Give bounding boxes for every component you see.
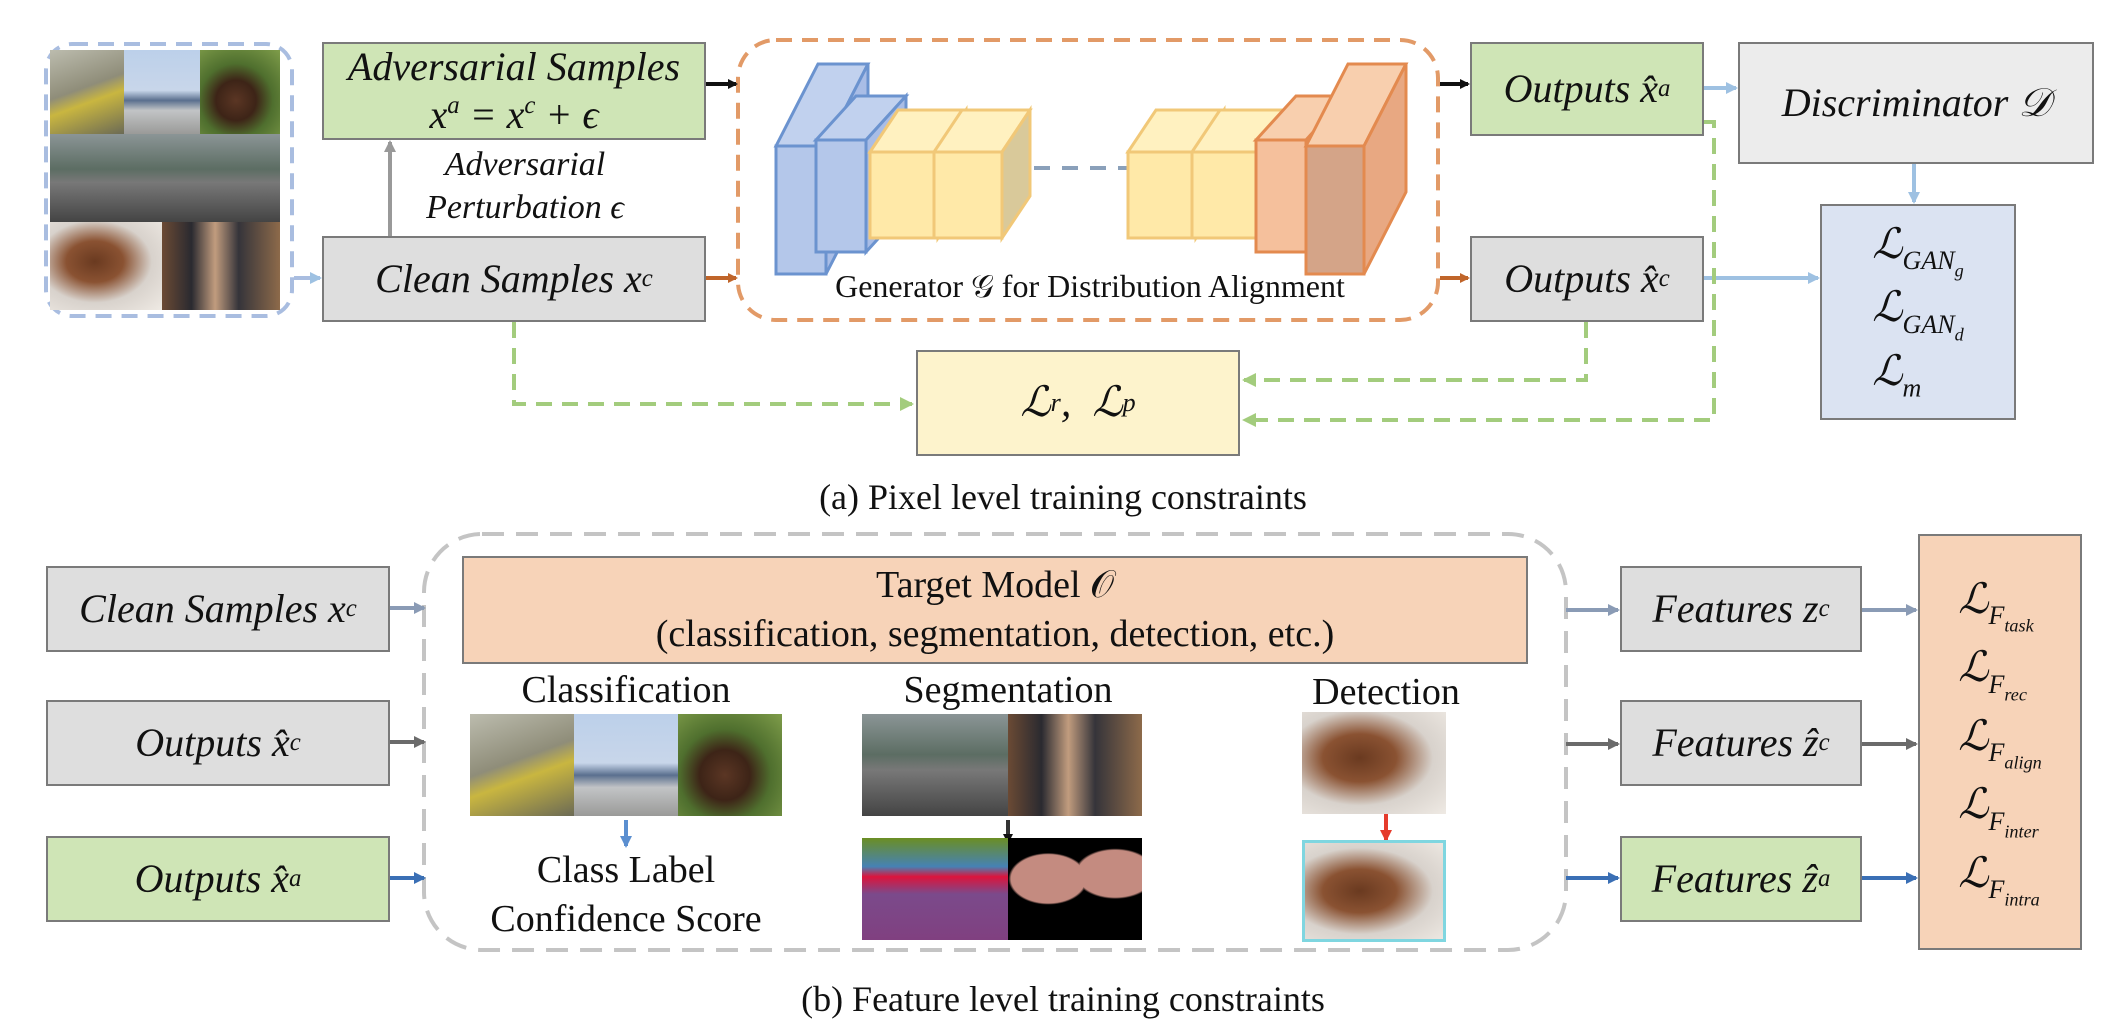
feature-input-box-label: Outputs x̂ <box>134 856 290 901</box>
loss-subscript: Finter <box>1988 806 2039 842</box>
feature-output-box-label: Features z <box>1652 586 1819 631</box>
loss-subsubscript: g <box>1954 260 1964 281</box>
feature-input-box-superscript: c <box>289 729 301 757</box>
loss-subscript: GANg <box>1902 246 1964 281</box>
loss-subsubscript: intra <box>2004 889 2040 910</box>
dashed-clean-to-loss <box>512 322 914 411</box>
loss-symbol: ℒ <box>1958 782 1989 829</box>
dashed-outputs-a-to-loss <box>1242 120 1716 427</box>
loss-subsubscript: d <box>1954 324 1964 345</box>
feature-input-box-superscript: c <box>345 595 357 623</box>
discriminator-box: Discriminator 𝒟 <box>1738 42 2094 164</box>
caption-b: (b) Feature level training constraints <box>801 979 1325 1019</box>
feature-output-box-superscript: a <box>1817 865 1831 893</box>
loss-subsubscript: rec <box>2004 684 2027 705</box>
seg-mask-people <box>1008 838 1142 940</box>
thumb-dogs <box>50 222 162 310</box>
loss-symbol: ℒ <box>1958 645 1989 692</box>
class-thumb-bear <box>678 714 782 816</box>
thumb-bear <box>200 50 280 134</box>
feature-loss-2: ℒFalign <box>1958 708 2042 777</box>
feature-input-box-1: Outputs x̂c <box>46 700 390 786</box>
det-thumb-dogs-boxes <box>1302 840 1446 942</box>
feature-input-box-superscript: a <box>289 865 302 893</box>
feature-input-box-label: Clean Samples x <box>79 586 346 631</box>
caption-a: (a) Pixel level training constraints <box>819 477 1307 517</box>
gan-loss-1: ℒGANd <box>1872 282 1963 346</box>
generator-network-icon <box>773 62 1409 276</box>
adversarial-samples-title: Adversarial Samples <box>347 44 681 89</box>
seg-thumb-people <box>1008 714 1142 816</box>
loss-subsubscript: inter <box>2004 821 2039 842</box>
gan-loss-2: ℒm <box>1872 346 1921 405</box>
adversarial-samples-box: Adversarial Samples xa = xc + ϵ <box>322 42 706 140</box>
target-model-box: Target Model 𝒪 (classification, segmenta… <box>462 556 1528 664</box>
classification-title: Classification <box>521 669 731 711</box>
feature-output-box-superscript: c <box>1818 595 1830 623</box>
loss-symbol: ℒ <box>1958 850 1989 897</box>
detection-title: Detection <box>1312 671 1460 713</box>
loss-subsubscript: align <box>2004 752 2042 773</box>
outputs-c-box: Outputs x̂c <box>1470 236 1704 322</box>
feature-output-box-label: Features ẑ <box>1651 856 1818 901</box>
adversarial-samples-formula: xa = xc + ϵ <box>429 92 599 137</box>
loss-subsubscript: task <box>2004 615 2034 636</box>
loss-subscript: Fintra <box>1988 875 2040 910</box>
loss-symbol: ℒ <box>1958 576 1989 623</box>
loss-subscript: Frec <box>1988 669 2027 705</box>
thumb-street <box>50 134 280 222</box>
loss-subscript: m <box>1902 373 1922 403</box>
dashed-outputs-c-to-loss <box>1242 322 1588 387</box>
loss-subscript: Ftask <box>1988 601 2034 636</box>
feature-loss-3: ℒFinter <box>1958 776 2039 845</box>
seg-thumb-street <box>862 714 1008 816</box>
seg-mask-street <box>862 838 1008 940</box>
feature-loss-4: ℒFintra <box>1958 845 2040 914</box>
perturbation-label: Adversarial Perturbation ϵ <box>426 146 624 226</box>
loss-subscript: GANd <box>1902 310 1964 345</box>
det-thumb-dogs <box>1302 712 1446 814</box>
feature-output-box-superscript: c <box>1818 729 1830 757</box>
feature-output-box-label: Features ẑ <box>1652 720 1819 765</box>
loss-symbol: ℒ <box>1958 713 1989 760</box>
loss-symbol: ℒ <box>1872 285 1903 332</box>
generator-label: Generator 𝒢 for Distribution Alignment <box>835 268 1345 304</box>
class-thumb-airplane <box>574 714 678 816</box>
thumb-airplane <box>124 50 200 134</box>
gan-loss-0: ℒGANg <box>1872 219 1963 283</box>
loss-symbol: ℒ <box>1872 349 1903 396</box>
outputs-a-box: Outputs x̂a <box>1470 42 1704 136</box>
generator-group <box>736 38 1440 322</box>
feature-loss-1: ℒFrec <box>1958 639 2027 708</box>
loss-subscript: Falign <box>1988 738 2042 773</box>
classification-output: Class Label Confidence Score <box>490 849 762 941</box>
thumb-bird <box>50 50 124 134</box>
input-images-group <box>44 42 294 318</box>
feature-loss-0: ℒFtask <box>1958 571 2034 640</box>
class-thumb-bird <box>470 714 574 816</box>
loss-symbol: ℒ <box>1872 221 1903 268</box>
feature-input-box-label: Outputs x̂ <box>135 720 290 765</box>
segmentation-title: Segmentation <box>903 669 1113 711</box>
thumb-people <box>162 222 280 310</box>
feature-input-box-2: Outputs x̂a <box>46 836 390 922</box>
